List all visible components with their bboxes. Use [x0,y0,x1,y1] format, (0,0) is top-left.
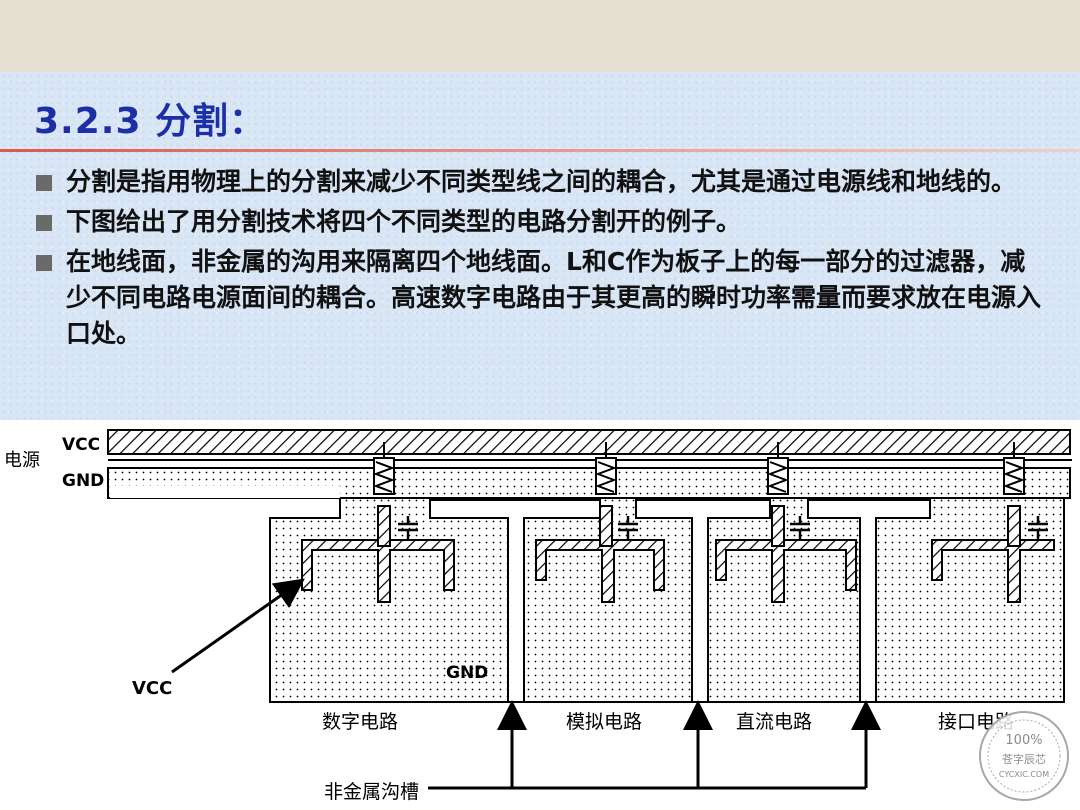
bullet-item: 分割是指用物理上的分割来减少不同类型线之间的耦合，尤其是通过电源线和地线的。 [34,164,1044,200]
bullet-text: 分割是指用物理上的分割来减少不同类型线之间的耦合，尤其是通过电源线和地线的。 [66,167,1017,196]
trench-arrows [428,700,881,790]
bullet-text: 下图给出了用分割技术将四个不同类型的电路分割开的例子。 [66,207,742,236]
region-interface [871,497,1065,703]
vcc-rail-label: VCC [62,435,100,455]
square-bullet-icon [36,175,52,191]
capacitor-filters [398,516,1048,540]
vcc-pointer-label: VCC [132,678,172,699]
gnd-rail [107,467,1071,499]
square-bullet-icon [36,215,52,231]
slide-title: 3.2.3 分割： [34,101,267,142]
watermark-site: CYCXIC.COM [999,770,1049,779]
watermark-percent: 100% [1005,733,1042,748]
square-bullet-icon [36,255,52,271]
header-band [0,0,1080,72]
region-gnd-label: GND [446,663,488,683]
bullet-list: 分割是指用物理上的分割来减少不同类型线之间的耦合，尤其是通过电源线和地线的。 下… [34,164,1044,356]
bullet-item: 下图给出了用分割技术将四个不同类型的电路分割开的例子。 [34,204,1044,240]
power-label: 电源 [4,450,40,471]
watermark-name: 苍字辰芯 [1002,752,1046,766]
region-label-dc: 直流电路 [736,711,812,733]
gnd-rail-label: GND [62,471,104,491]
vcc-rail [107,429,1071,455]
trench-label: 非金属沟槽 [324,781,419,803]
title-underline [0,149,1080,152]
vcc-islands [301,539,1055,603]
bullet-item: 在地线面，非金属的沟用来隔离四个地线面。L和C作为板子上的每一部分的过滤器，减少… [34,244,1044,352]
partition-diagram: 电源 VCC GND GND VCC 数字电路 模拟电路 直流电路 接口电路 非… [0,420,1080,810]
region-label-analog: 模拟电路 [566,711,642,733]
inductor-filters [373,442,1025,547]
bullet-text: 在地线面，非金属的沟用来隔离四个地线面。L和C作为板子上的每一部分的过滤器，减少… [66,247,1042,348]
watermark-seal: 100% 苍字辰芯 CYCXIC.COM [979,711,1069,801]
region-label-digital: 数字电路 [322,711,398,733]
vcc-pointer-arrow [171,578,305,674]
